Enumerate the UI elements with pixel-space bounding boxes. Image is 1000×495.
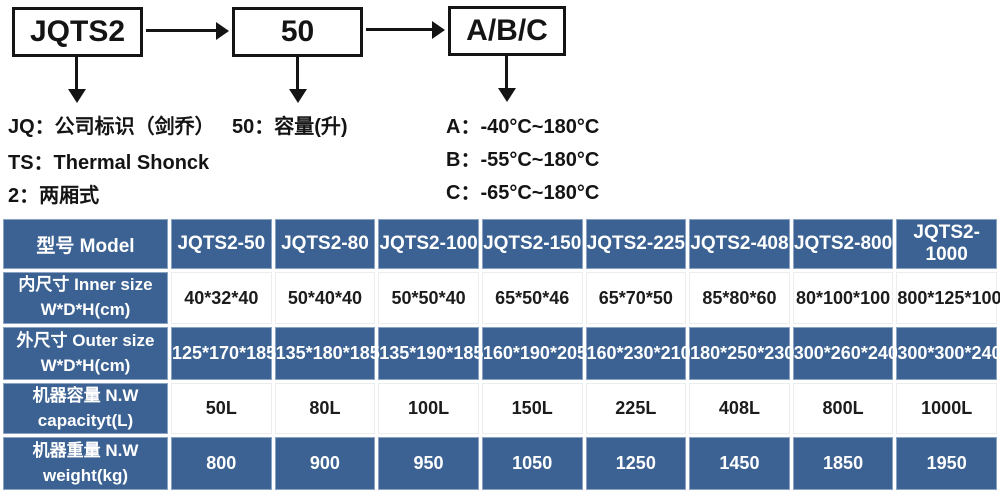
spec-cell: 150L bbox=[481, 383, 583, 435]
table-row-weight: 机器重量 N.W weight(kg) 800 900 950 1050 125… bbox=[3, 437, 997, 491]
row-label-line2: W*D*H(cm) bbox=[40, 355, 131, 375]
spec-cell: 50*40*40 bbox=[274, 272, 376, 324]
spec-cell: 1850 bbox=[792, 437, 894, 491]
header-cell: JQTS2-100 bbox=[378, 219, 479, 269]
note-temp-c: C：-65°C~180°C bbox=[446, 182, 600, 204]
spec-cell: 125*170*185 bbox=[171, 327, 276, 380]
spec-cell: 900 bbox=[274, 437, 376, 491]
spec-cell: 1950 bbox=[896, 437, 997, 491]
spec-cell: 950 bbox=[378, 437, 479, 491]
spec-cell: 800L bbox=[792, 383, 894, 435]
table-row-outer-size: 外尺寸 Outer size W*D*H(cm) 125*170*185 135… bbox=[3, 327, 1000, 380]
note-50-capacity: 50：容量(升) bbox=[232, 116, 348, 138]
row-label-line2: weight(kg) bbox=[43, 465, 128, 485]
row-label-inner-size: 内尺寸 Inner size W*D*H(cm) bbox=[3, 272, 168, 324]
diagram-box-capacity-label: 50 bbox=[280, 15, 315, 48]
spec-cell: 180*250*230 bbox=[689, 327, 794, 380]
spec-cell: 100L bbox=[378, 383, 479, 435]
arrow-down-icon bbox=[288, 57, 307, 103]
spec-cell: 135*180*185 bbox=[274, 327, 380, 380]
header-cell: JQTS2-800 bbox=[792, 219, 894, 269]
note-temp-a: A：-40°C~180°C bbox=[446, 116, 600, 138]
note-2-two-zone: 2：两厢式 bbox=[8, 185, 100, 207]
spec-cell: 65*70*50 bbox=[585, 272, 687, 324]
spec-cell: 800 bbox=[171, 437, 272, 491]
model-code-diagram: JQTS2 50 A/B/C JQ：公司标识（剑乔） TS：Thermal Sh… bbox=[0, 0, 1000, 216]
row-label-line2: capacityt(L) bbox=[37, 410, 134, 430]
row-label-weight: 机器重量 N.W weight(kg) bbox=[3, 437, 168, 491]
spec-cell: 85*80*60 bbox=[689, 272, 790, 324]
diagram-box-capacity: 50 bbox=[232, 7, 363, 57]
spec-cell: 225L bbox=[585, 383, 687, 435]
spec-cell: 300*300*240 bbox=[896, 327, 1000, 380]
spec-cell: 1000L bbox=[896, 383, 997, 435]
row-label-line1: 内尺寸 Inner size bbox=[18, 275, 153, 295]
arrow-down-icon bbox=[67, 57, 86, 103]
row-label-capacity: 机器容量 N.W capacityt(L) bbox=[3, 383, 168, 435]
spec-cell: 40*32*40 bbox=[171, 272, 272, 324]
spec-cell: 1450 bbox=[689, 437, 790, 491]
header-cell: JQTS2-408 bbox=[689, 219, 790, 269]
header-cell: JQTS2-225 bbox=[585, 219, 687, 269]
arrow-right-icon bbox=[366, 20, 445, 39]
spec-cell: 80L bbox=[274, 383, 376, 435]
row-label-line1: 机器容量 N.W bbox=[32, 386, 139, 405]
spec-cell: 135*190*185 bbox=[378, 327, 483, 380]
diagram-box-series: JQTS2 bbox=[12, 7, 143, 57]
arrow-down-icon bbox=[497, 56, 516, 102]
spec-cell: 65*50*46 bbox=[481, 272, 583, 324]
note-temp-b: B：-55°C~180°C bbox=[446, 149, 600, 171]
diagram-box-series-label: JQTS2 bbox=[29, 15, 126, 48]
spec-cell: 800*125*100 bbox=[896, 272, 1000, 324]
spec-cell: 1050 bbox=[481, 437, 583, 491]
header-cell: JQTS2-50 bbox=[171, 219, 272, 269]
row-label-line1: 机器重量 N.W bbox=[32, 441, 139, 461]
note-ts-thermal-shock: TS：Thermal Shonck bbox=[8, 152, 210, 174]
diagram-box-temp-class: A/B/C bbox=[448, 6, 566, 56]
spec-cell: 80*100*100 bbox=[792, 272, 894, 324]
table-row-inner-size: 内尺寸 Inner size W*D*H(cm) 40*32*40 50*40*… bbox=[3, 272, 1000, 324]
table-header-row: 型号 Model JQTS2-50 JQTS2-80 JQTS2-100 JQT… bbox=[3, 219, 997, 269]
spec-cell: 300*260*240 bbox=[792, 327, 898, 380]
spec-cell: 408L bbox=[689, 383, 790, 435]
table-row-capacity: 机器容量 N.W capacityt(L) 50L 80L 100L 150L … bbox=[3, 383, 997, 435]
arrow-right-icon bbox=[146, 21, 229, 40]
spec-cell: 1250 bbox=[585, 437, 687, 491]
spec-cell: 50L bbox=[171, 383, 272, 435]
diagram-box-temp-class-label: A/B/C bbox=[466, 14, 548, 47]
header-cell-model: 型号 Model bbox=[3, 219, 168, 269]
header-cell: JQTS2-1000 bbox=[896, 219, 997, 269]
row-label-outer-size: 外尺寸 Outer size W*D*H(cm) bbox=[3, 327, 168, 380]
header-cell: JQTS2-150 bbox=[481, 219, 583, 269]
spec-table: 型号 Model JQTS2-50 JQTS2-80 JQTS2-100 JQT… bbox=[0, 216, 1000, 493]
spec-cell: 50*50*40 bbox=[378, 272, 479, 324]
note-jq-company: JQ：公司标识（剑乔） bbox=[8, 116, 215, 138]
row-label-line2: W*D*H(cm) bbox=[40, 300, 131, 319]
row-label-line1: 外尺寸 Outer size bbox=[16, 330, 155, 350]
spec-cell: 160*190*205 bbox=[481, 327, 587, 380]
header-cell: JQTS2-80 bbox=[274, 219, 376, 269]
spec-cell: 160*230*210 bbox=[585, 327, 691, 380]
